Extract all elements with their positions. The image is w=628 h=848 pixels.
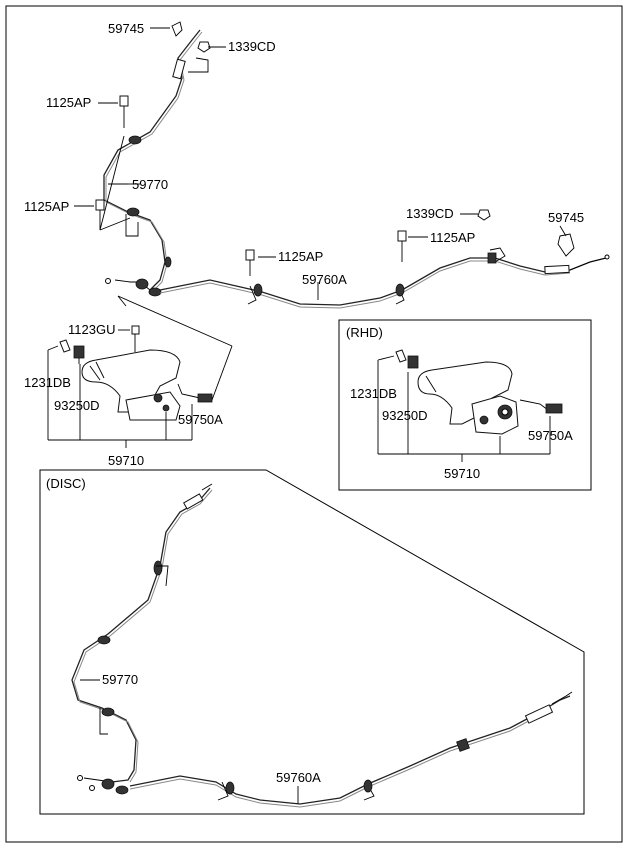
label-59770-top: 59770	[132, 177, 168, 192]
bolt-1125AP-a	[119, 95, 129, 128]
cable-59770-disc	[71, 483, 213, 795]
bolt-1125AP-c	[245, 249, 255, 276]
cable-59770-top	[103, 21, 209, 297]
leader-lines-rhd	[377, 355, 551, 462]
leader-lines-lever-lhd	[47, 329, 193, 448]
label-rhd-title: (RHD)	[346, 325, 383, 340]
label-1231DB-left: 1231DB	[24, 375, 71, 390]
leader-lines-top	[74, 27, 567, 300]
label-59770-disc: 59770	[102, 672, 138, 687]
label-1125AP-a: 1125AP	[46, 95, 91, 110]
label-1123GU: 1123GU	[68, 322, 115, 337]
label-1125AP-d: 1125AP	[430, 230, 475, 245]
label-59710-left: 59710	[108, 453, 144, 468]
lever-assembly-rhd	[395, 349, 563, 435]
label-59745-top: 59745	[108, 21, 144, 36]
label-1339CD-right: 1339CD	[406, 206, 454, 221]
label-1125AP-b: 1125AP	[24, 199, 69, 214]
label-1125AP-c: 1125AP	[278, 249, 323, 264]
cable-59760A-top	[159, 233, 610, 309]
label-59710-rhd: 59710	[444, 466, 480, 481]
lever-assembly-lhd	[59, 295, 233, 421]
label-93250D-left: 93250D	[54, 398, 100, 413]
label-93250D-rhd: 93250D	[382, 408, 428, 423]
label-59760A-top: 59760A	[302, 272, 347, 287]
bolt-1339CD-right	[477, 209, 491, 221]
label-59750A-rhd: 59750A	[528, 428, 573, 443]
leader-lines-disc	[80, 679, 299, 804]
label-1231DB-rhd: 1231DB	[350, 386, 397, 401]
label-1339CD-top: 1339CD	[228, 39, 276, 54]
label-59745-right: 59745	[548, 210, 584, 225]
rhd-frame	[338, 319, 592, 491]
outer-frame	[5, 5, 623, 843]
label-59760A-disc: 59760A	[276, 770, 321, 785]
bolt-1125AP-b	[95, 199, 105, 230]
bolt-1339CD-top	[197, 41, 211, 53]
bolt-1125AP-d	[397, 230, 407, 262]
label-disc-title: (DISC)	[46, 476, 86, 491]
cable-59760A-disc	[129, 691, 573, 808]
disc-frame	[39, 469, 585, 815]
label-59750A-left: 59750A	[178, 412, 223, 427]
